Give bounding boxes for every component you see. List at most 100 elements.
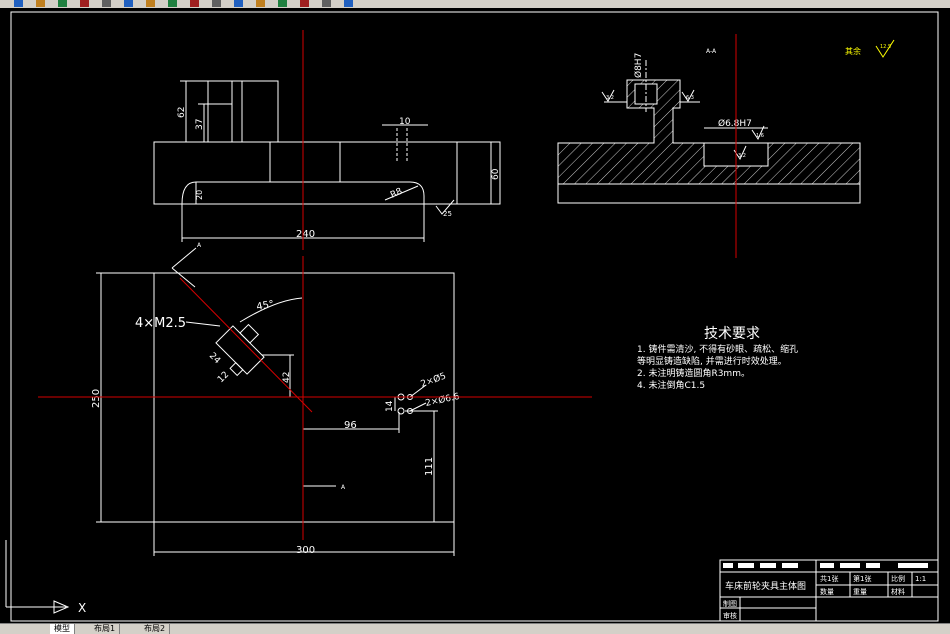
layout-tabbar: 模型 布局1 布局2	[0, 623, 950, 634]
front-dim-62: 62	[177, 107, 187, 118]
title-sheet-total: 共1张	[820, 574, 838, 583]
match-icon[interactable]	[322, 0, 331, 7]
angle-arc	[239, 297, 303, 323]
section-roughness-bottom: 3.2	[738, 153, 746, 159]
block-tab	[239, 323, 260, 344]
front-dim-37: 37	[195, 119, 205, 130]
centerline	[179, 277, 313, 413]
leader-line	[185, 321, 221, 327]
properties-icon[interactable]	[278, 0, 287, 7]
help-icon[interactable]	[344, 0, 353, 7]
title-block	[719, 559, 939, 622]
drawing-canvas[interactable]: 62 37 10 60 20 R8 240 25 Ø8H7 Ø6.8H7 A-A…	[0, 8, 950, 623]
redo-icon[interactable]	[212, 0, 221, 7]
section-dim-hole-v: Ø8H7	[633, 53, 644, 78]
roughness-symbol	[681, 89, 695, 102]
section-mark: A-A	[706, 48, 717, 55]
view-arrow	[171, 247, 197, 269]
top-dim-300: 300	[296, 545, 315, 556]
save-icon[interactable]	[80, 0, 89, 7]
roughness-symbol	[435, 199, 455, 215]
header-cell	[898, 563, 928, 568]
title-qty-label: 数量	[820, 587, 834, 596]
header-cell	[782, 563, 798, 568]
title-weight-label: 重量	[853, 588, 867, 596]
cut-icon[interactable]	[124, 0, 133, 7]
title-sheet-no: 第1张	[853, 574, 871, 583]
roughness-note-label: 其余	[845, 46, 861, 56]
tech-item: 4. 未注倒角C1.5	[637, 379, 705, 391]
top-dim-45deg: 45°	[256, 299, 275, 313]
top-view-mark-top: A	[197, 242, 202, 249]
title-drawing-name: 车床前轮夹具主体图	[725, 580, 806, 592]
section-dim-hole-h: Ø6.8H7	[718, 118, 752, 129]
new-icon[interactable]	[36, 0, 45, 7]
front-upper-block	[207, 80, 279, 143]
ucs-icon	[5, 540, 70, 614]
zoom-icon[interactable]	[256, 0, 265, 7]
drawing-border	[10, 11, 939, 622]
block-tab	[229, 362, 244, 377]
tab-layout1[interactable]: 布局1	[90, 624, 121, 634]
title-material-label: 材料	[891, 587, 905, 596]
title-checked-label: 审核	[723, 611, 737, 620]
title-scale-label: 比例	[891, 574, 905, 583]
roughness-note-value: 12.5	[880, 44, 891, 50]
arrow-icon[interactable]	[14, 0, 23, 7]
leader-line	[409, 402, 427, 412]
front-roughness: 25	[443, 210, 452, 218]
section-base-plate	[557, 183, 861, 204]
title-scale-value: 1:1	[915, 575, 926, 583]
leader-line	[409, 384, 427, 398]
front-dim-r8: R8	[389, 186, 404, 200]
section-roughness-left: 3.2	[606, 95, 614, 101]
tech-item: 等明显铸造缺陷, 并需进行时效处理。	[637, 355, 787, 367]
rotated-block	[215, 323, 265, 377]
print-icon[interactable]	[102, 0, 111, 7]
tab-model[interactable]: 模型	[50, 624, 75, 634]
ucs-x-label: X	[78, 601, 86, 615]
open-icon[interactable]	[58, 0, 67, 7]
tab-layout2[interactable]: 布局2	[140, 624, 171, 634]
header-cell	[840, 563, 860, 568]
top-dim-111: 111	[424, 457, 435, 476]
tech-title: 技术要求	[704, 326, 760, 342]
header-cell	[723, 563, 733, 568]
pin-hole	[407, 408, 413, 414]
front-view	[153, 80, 501, 242]
top-view-mark-bottom: A	[341, 484, 346, 491]
ucs-arrow	[53, 600, 70, 614]
front-dim-10: 10	[399, 117, 411, 127]
tech-item: 2. 未注明铸造圆角R3mm。	[637, 367, 750, 379]
header-cell	[738, 563, 754, 568]
top-thread-label: 4×M2.5	[135, 316, 186, 331]
copy-icon[interactable]	[146, 0, 155, 7]
roughness-note-symbol	[875, 39, 895, 58]
tech-item: 1. 铸件需清沙, 不得有砂眼、疏松、缩孔	[637, 343, 798, 355]
title-drawn-label: 制图	[723, 599, 737, 608]
layer-icon[interactable]	[300, 0, 309, 7]
front-base-block	[153, 141, 501, 205]
header-cell	[820, 563, 834, 568]
title-block-header	[723, 563, 928, 568]
top-dim-250: 250	[91, 389, 102, 408]
top-dim-42: 42	[282, 372, 292, 383]
pin-hole	[397, 407, 405, 415]
top-dim-14: 14	[385, 400, 395, 412]
centerlines	[38, 30, 737, 540]
top-dim-96: 96	[344, 420, 357, 431]
header-cell	[866, 563, 880, 568]
section-roughness-right: 6.3	[686, 95, 694, 101]
front-dim-240: 240	[296, 229, 315, 240]
roughness-symbol	[601, 89, 615, 102]
undo-icon[interactable]	[190, 0, 199, 7]
header-cell	[760, 563, 776, 568]
front-dim-60: 60	[491, 168, 501, 180]
paste-icon[interactable]	[168, 0, 177, 7]
pan-icon[interactable]	[234, 0, 243, 7]
title-block-frame	[719, 559, 939, 622]
view-arrow	[171, 267, 196, 288]
leader-line	[384, 185, 419, 201]
front-dim-20: 20	[195, 190, 204, 200]
section-roughness-slot: 1.6	[756, 133, 764, 139]
